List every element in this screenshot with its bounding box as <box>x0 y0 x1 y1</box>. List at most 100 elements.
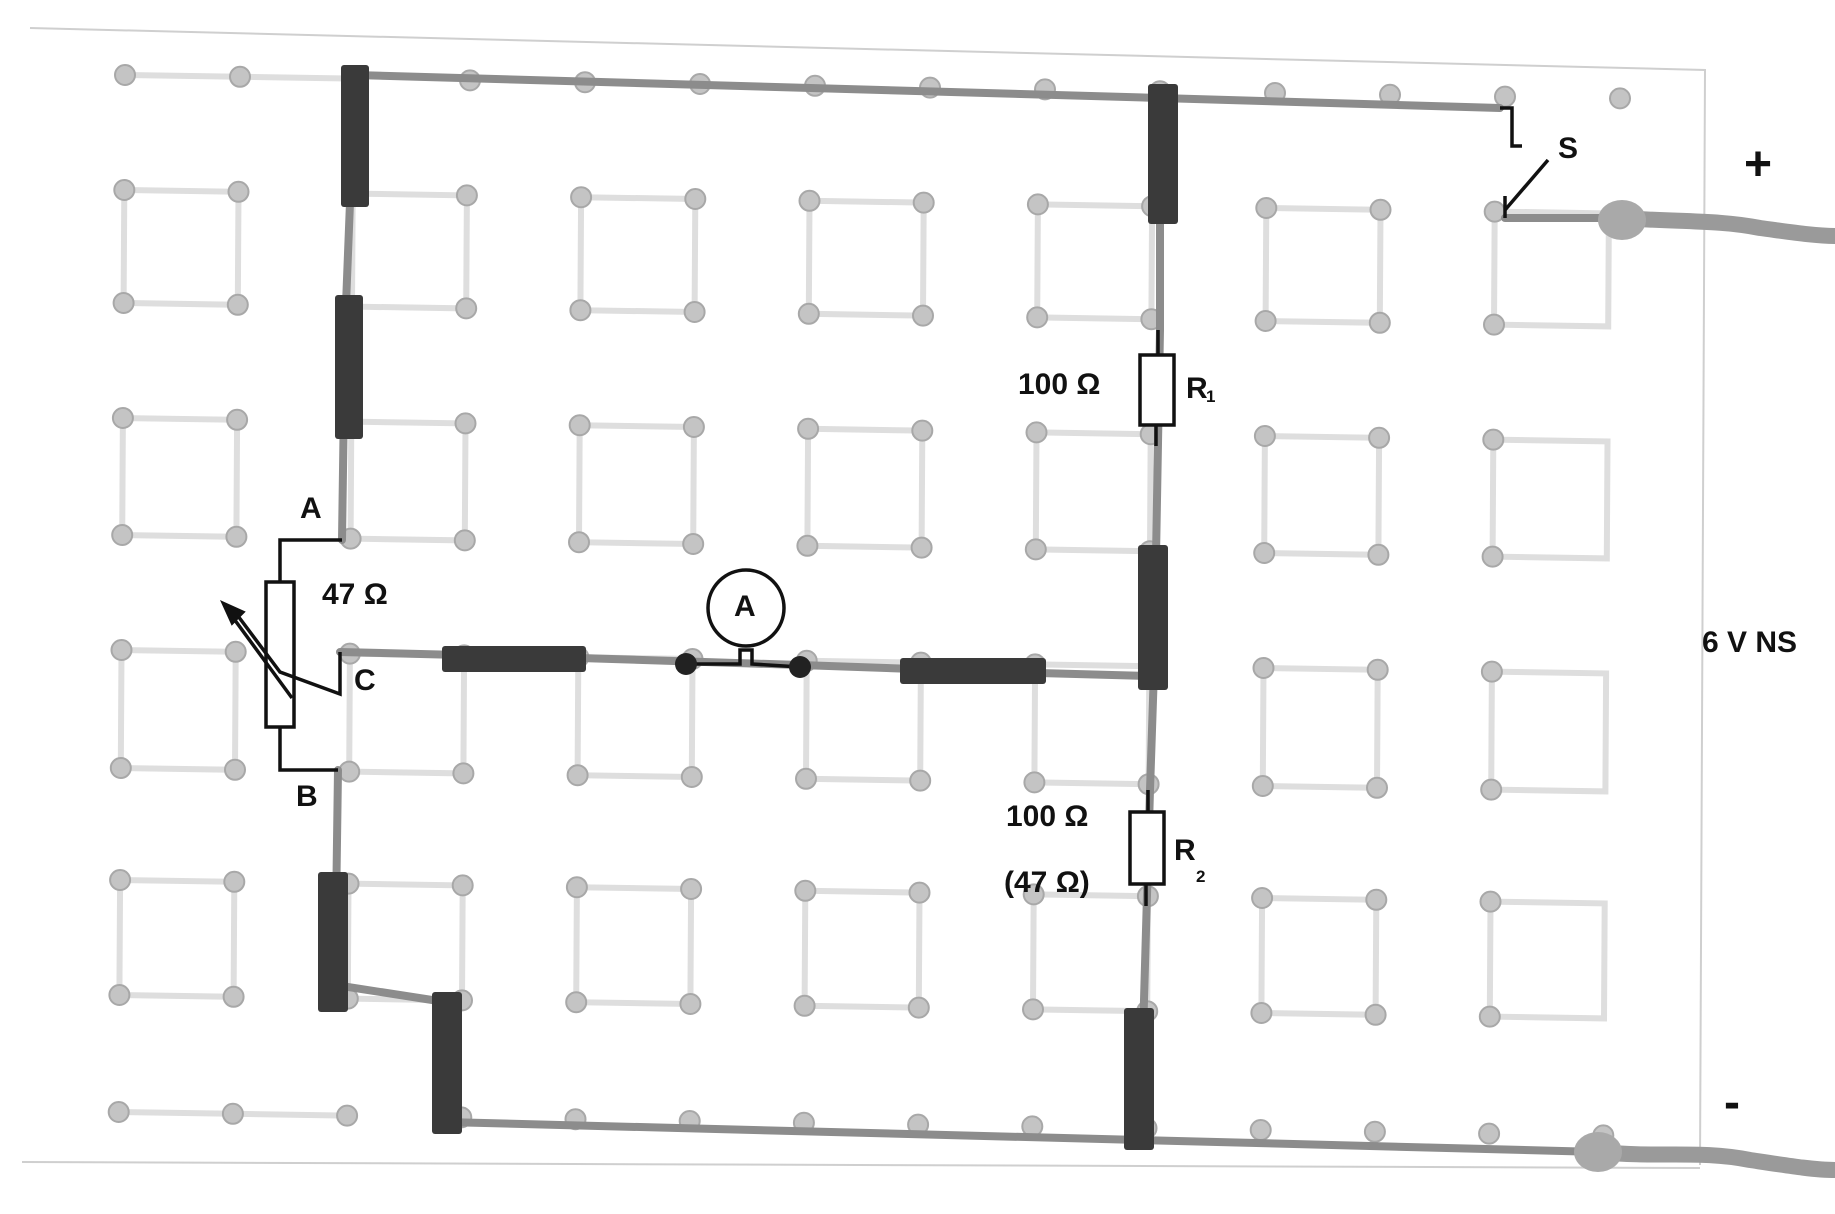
board-socket <box>114 64 136 86</box>
board-socket <box>1251 775 1274 797</box>
connector-wiper-right <box>900 658 1046 684</box>
label-ammeter: A <box>734 590 756 623</box>
ammeter-terminal-left <box>675 653 697 675</box>
board-socket <box>1368 426 1391 449</box>
label-c: C <box>354 664 376 697</box>
grid-square <box>347 418 469 544</box>
board-socket <box>1483 313 1505 336</box>
lead-plus-cable <box>1612 210 1835 244</box>
board-socket <box>682 533 705 555</box>
grid-square <box>804 425 926 551</box>
label-s: S <box>1558 132 1578 165</box>
grid-square <box>1034 201 1156 323</box>
board-socket <box>1368 311 1391 334</box>
board-socket <box>907 996 930 1019</box>
board-socket <box>1250 1002 1273 1024</box>
board-socket <box>1023 771 1046 794</box>
board-socket <box>680 878 703 900</box>
grid-square <box>1031 661 1153 788</box>
board-socket <box>111 407 134 429</box>
board-socket <box>1253 425 1276 447</box>
connector-layer <box>318 65 1178 1150</box>
board-socket <box>223 870 246 893</box>
board-socket <box>112 292 135 314</box>
board-socket <box>1022 883 1045 906</box>
board-socket <box>455 184 478 207</box>
label-r2-alt: (47 Ω) <box>1004 866 1090 899</box>
lead-minus-plug <box>1574 1132 1622 1172</box>
grid-square <box>575 422 697 548</box>
connector-left-middle <box>335 295 363 439</box>
grid-square <box>1259 664 1381 791</box>
board-socket <box>108 984 131 1006</box>
board-socket <box>911 419 934 442</box>
board-socket <box>1478 1122 1501 1145</box>
board-socket <box>1479 890 1502 913</box>
grid-square <box>801 887 923 1011</box>
board-socket <box>453 529 476 552</box>
board-socket <box>912 191 935 214</box>
grid-square <box>805 197 927 319</box>
board-socket <box>1253 542 1276 564</box>
grid-square <box>344 880 466 1004</box>
board-socket <box>565 991 588 1014</box>
board-socket <box>684 188 707 210</box>
grid-square <box>348 190 470 312</box>
board-socket <box>1252 657 1275 679</box>
label-r1-subscript: 1 <box>1206 387 1215 406</box>
label-supply: 6 V NS <box>1702 626 1797 659</box>
board-socket <box>110 639 133 661</box>
pot-lead-a <box>278 538 342 582</box>
grid-square <box>1032 429 1154 555</box>
board-socket <box>797 417 820 440</box>
board-socket <box>908 881 931 904</box>
grid-square <box>1489 436 1611 562</box>
board-socket <box>221 1102 244 1125</box>
board-socket <box>1478 1005 1501 1028</box>
board-socket <box>229 65 251 88</box>
connector-bottom-step <box>432 992 462 1134</box>
board-socket <box>566 764 589 787</box>
potentiometer <box>219 538 342 772</box>
board-socket <box>569 299 592 322</box>
grid-square <box>577 194 699 316</box>
board-socket <box>797 302 820 325</box>
grid-square <box>1261 432 1383 558</box>
ammeter-terminal-right <box>789 656 811 678</box>
grid-square <box>1029 891 1151 1015</box>
grid-square <box>573 884 695 1008</box>
grid-square <box>1486 898 1608 1022</box>
lead-plus-plug <box>1598 200 1646 240</box>
board-socket <box>1480 778 1503 801</box>
board-socket <box>1480 660 1503 683</box>
connector-right-middle <box>1138 545 1168 690</box>
board-socket <box>224 758 246 781</box>
board-socket <box>107 1101 130 1123</box>
board-socket <box>795 767 817 790</box>
board-socket <box>683 301 706 323</box>
connector-wiper-left <box>442 646 586 672</box>
board-socket <box>909 769 932 792</box>
board-socket <box>227 180 250 203</box>
board-socket <box>338 760 361 783</box>
grid-square <box>574 654 696 781</box>
board-socket <box>1363 1120 1386 1143</box>
board-socket <box>455 297 478 320</box>
grid-square <box>1488 668 1610 795</box>
label-r1-name: R <box>1186 372 1208 405</box>
board-socket <box>454 412 477 435</box>
grid-square <box>1262 204 1384 326</box>
board-socket <box>570 186 593 209</box>
board-socket <box>912 304 934 327</box>
label-plus: + <box>1744 138 1772 191</box>
board-outline <box>21 27 1707 1169</box>
ammeter <box>675 568 811 678</box>
board-socket <box>1022 998 1044 1021</box>
connector-right-bottom <box>1124 1008 1154 1150</box>
pot-lead-b <box>278 727 338 772</box>
resistor-r1 <box>1138 330 1176 446</box>
label-r2-subscript: 2 <box>1196 867 1205 886</box>
label-r2-name: R <box>1174 834 1196 867</box>
board-socket <box>336 1104 359 1127</box>
board-socket <box>1481 545 1504 568</box>
